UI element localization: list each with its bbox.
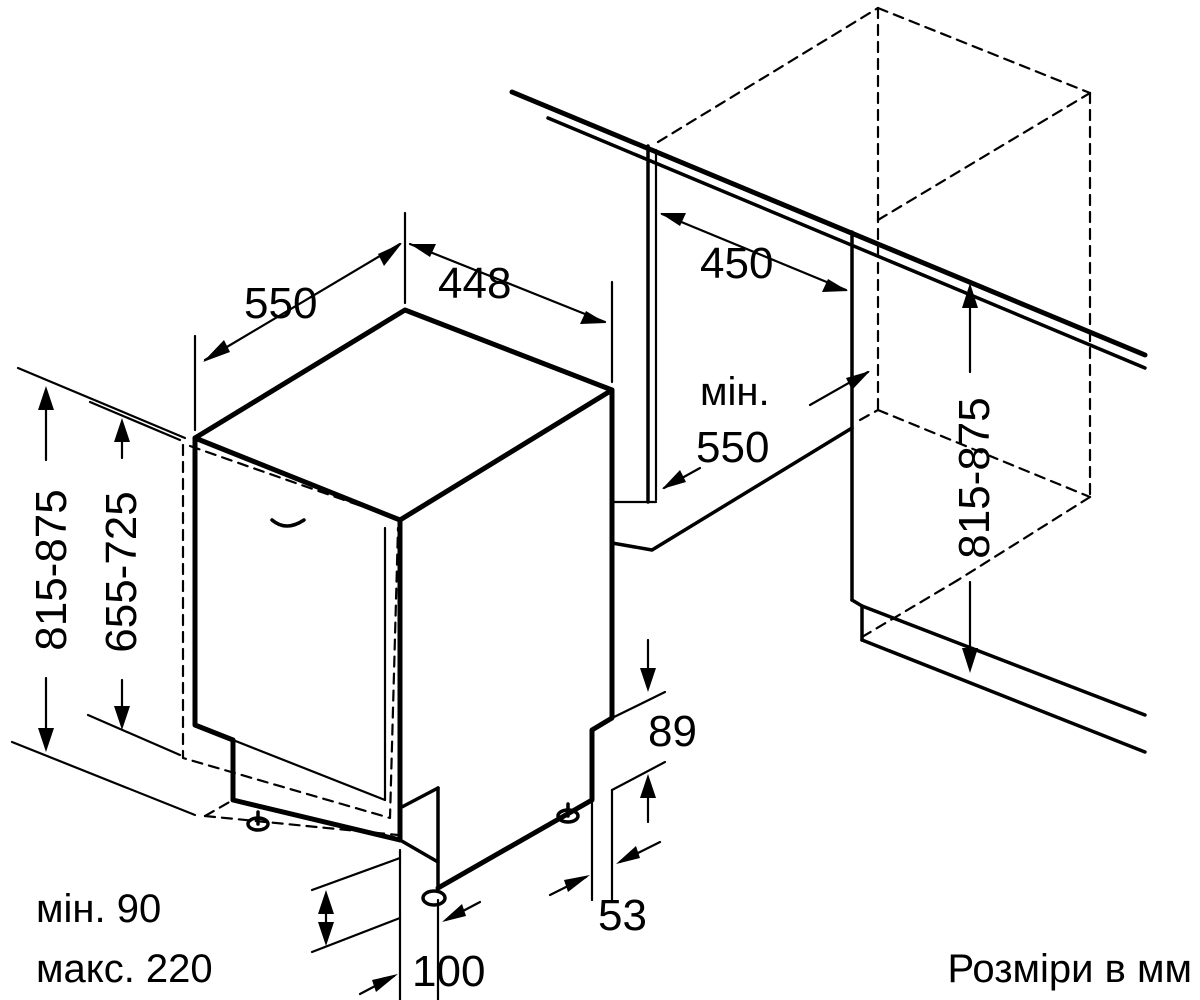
right-cabinet-corner — [850, 598, 864, 608]
label-setback-53: 53 — [598, 891, 647, 940]
toe-kick-top — [398, 786, 440, 810]
door-dashed-outline — [181, 443, 400, 837]
dim-depth-550 — [193, 211, 407, 432]
label-plinth-min: мін. 90 — [36, 887, 161, 931]
dishwasher-side-face — [435, 387, 615, 891]
dim-plinth-height — [310, 856, 402, 954]
caption-units: Розміри в мм — [947, 947, 1192, 991]
label-niche-450: 450 — [700, 239, 773, 288]
dim-door-height — [86, 400, 182, 757]
niche-cabinet — [509, 89, 1148, 754]
floor-line-front — [860, 638, 1147, 754]
label-niche-min: мін. — [700, 370, 770, 414]
label-depth-550: 550 — [244, 279, 317, 328]
dim-plinth-89 — [610, 638, 667, 824]
front-right-foot — [421, 889, 447, 907]
dim-setback-53 — [548, 788, 662, 902]
countertop-edge-line — [509, 89, 1148, 358]
label-plinth-89: 89 — [648, 707, 697, 756]
label-door-height: 655-725 — [97, 491, 146, 652]
dishwasher-body — [192, 307, 615, 907]
dishwasher-front-face — [192, 435, 403, 843]
label-niche-min-550: 550 — [696, 423, 769, 472]
dim-niche-min-550 — [662, 370, 870, 490]
dim-niche-450 — [660, 212, 848, 292]
label-height-left: 815-875 — [27, 489, 76, 650]
label-plinth-max: макс. 220 — [36, 947, 213, 991]
door-bottom-edge — [193, 723, 387, 802]
niche-dashed-box — [656, 6, 1092, 639]
label-height-right: 815-875 — [950, 397, 999, 558]
countertop-lower-line — [546, 116, 1147, 370]
dishwasher-base-corner — [398, 838, 440, 890]
door-handle — [270, 518, 306, 528]
dim-height-left — [10, 366, 197, 817]
dim-width-448 — [408, 242, 614, 384]
floor-line-back — [860, 604, 1147, 717]
dim-height-right — [962, 283, 978, 673]
dishwasher-top-face — [192, 307, 615, 523]
label-width-448: 448 — [438, 259, 511, 308]
dim-foot-100 — [358, 848, 482, 1000]
label-foot-100: 100 — [412, 947, 485, 996]
